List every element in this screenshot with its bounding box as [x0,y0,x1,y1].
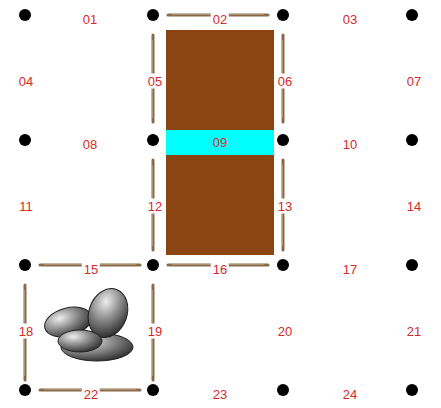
cell-number: 21 [405,324,423,339]
cell-number: 13 [276,199,294,214]
fence-sticks [25,15,283,390]
cell-number: 08 [81,137,99,152]
cell-number: 23 [211,387,229,402]
cell-number: 10 [341,137,359,152]
cell-number: 09 [213,135,227,150]
cell-number: 17 [341,262,359,277]
cell-number: 15 [82,262,100,277]
dirt-block [166,30,274,255]
cell-number: 20 [276,324,294,339]
cell-number: 03 [341,12,359,27]
cell-number: 19 [146,324,164,339]
cell-number: 18 [17,324,35,339]
cell-number: 01 [81,12,99,27]
rock-pile [41,283,134,361]
cell-number: 12 [146,199,164,214]
cell-number: 05 [146,74,164,89]
cell-number: 14 [405,199,423,214]
cell-number: 22 [82,387,100,402]
cell-number: 04 [17,74,35,89]
stick-grain [24,14,282,389]
grid-dots [19,9,418,396]
cell-number: 24 [341,387,359,402]
cell-number: 16 [211,262,229,277]
cell-number: 11 [17,199,35,214]
highlight-band: 09 [166,130,274,155]
cell-number: 02 [211,12,229,27]
cell-number: 07 [405,74,423,89]
cell-number: 06 [276,74,294,89]
